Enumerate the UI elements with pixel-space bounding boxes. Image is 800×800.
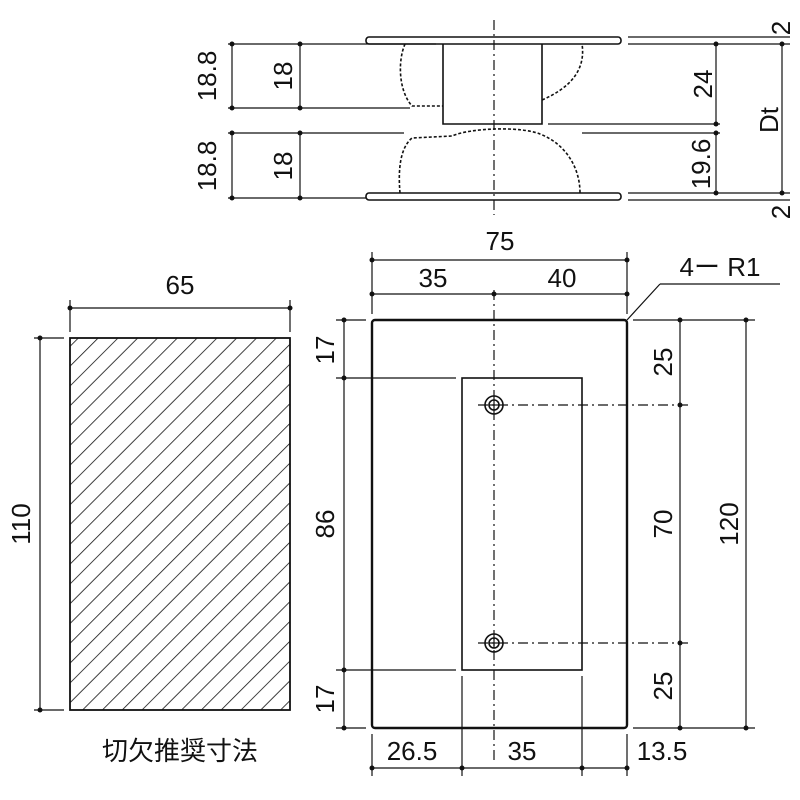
dim-upper-left-inner: 18 bbox=[268, 62, 298, 91]
dim-right-width: 40 bbox=[548, 263, 577, 293]
corner-radius-note: 4ー R1 bbox=[680, 252, 761, 282]
dim-right-bottom-gap: 2 bbox=[766, 205, 796, 219]
lower-flange bbox=[365, 192, 622, 201]
dim-total-height: 120 bbox=[714, 502, 744, 545]
upper-cup-left-lip bbox=[399, 43, 443, 107]
plate-view: 75 35 40 4ー R1 17 86 17 25 70 25 120 bbox=[310, 226, 780, 776]
dim-left-top: 17 bbox=[310, 336, 340, 365]
dim-total-width: 75 bbox=[486, 226, 515, 256]
cutout-caption: 切欠推奨寸法 bbox=[102, 737, 258, 767]
lower-screw-icon bbox=[484, 633, 504, 653]
cutout-view: 65 110 切欠推奨寸法 bbox=[6, 270, 293, 767]
upper-cup bbox=[442, 44, 543, 125]
dim-bottom-right: 13.5 bbox=[637, 736, 688, 766]
dim-lower-left-inner: 18 bbox=[268, 152, 298, 181]
plate-outline bbox=[370, 318, 629, 730]
upper-cup-right-lip bbox=[541, 43, 584, 101]
dim-upper-left-outer: 18.8 bbox=[192, 51, 222, 102]
dim-left-bottom: 17 bbox=[310, 685, 340, 714]
lower-cup bbox=[398, 128, 581, 194]
dim-cutout-height: 110 bbox=[6, 503, 36, 544]
recommended-cutout bbox=[69, 337, 291, 711]
dim-bottom-middle: 35 bbox=[508, 736, 537, 766]
dim-right-top-gap: 2 bbox=[766, 21, 796, 35]
dim-bottom-left: 26.5 bbox=[387, 736, 438, 766]
dim-right-middle: 70 bbox=[648, 510, 678, 539]
section-view: 18.8 18 18.8 18 2 24 19.6 Dt 2 bbox=[192, 20, 796, 219]
dim-right-upper-depth: 24 bbox=[688, 70, 718, 99]
upper-screw-icon bbox=[484, 395, 504, 415]
dim-right-lower-depth: 19.6 bbox=[686, 139, 716, 190]
dim-cutout-width: 65 bbox=[166, 270, 195, 300]
dim-right-top: 25 bbox=[648, 348, 678, 377]
upper-flange bbox=[365, 36, 622, 45]
dim-left-middle: 86 bbox=[310, 510, 340, 539]
dim-lower-left-outer: 18.8 bbox=[192, 141, 222, 192]
dim-left-width: 35 bbox=[419, 263, 448, 293]
dim-overall-label: Dt bbox=[754, 106, 784, 133]
recess-outline bbox=[461, 377, 583, 671]
dim-right-bottom: 25 bbox=[648, 672, 678, 701]
